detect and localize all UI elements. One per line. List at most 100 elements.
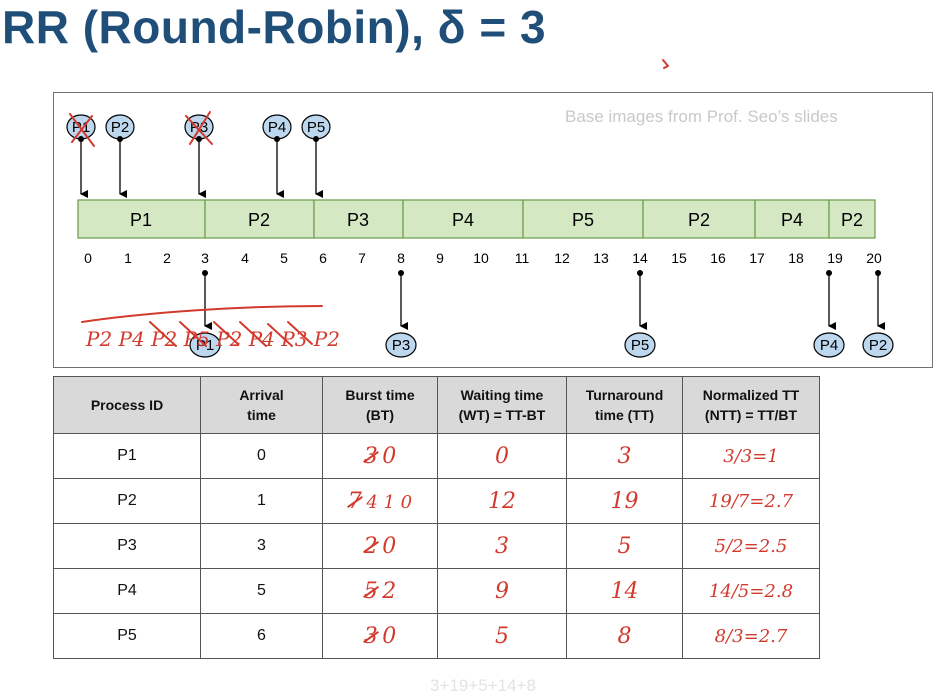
cell-burst: 5 2 bbox=[322, 568, 438, 614]
cell-burst: 3 0 bbox=[322, 613, 438, 659]
cell-pid: P5 bbox=[53, 613, 201, 659]
cell-waiting: 12 bbox=[437, 478, 567, 524]
cell-pid: P2 bbox=[53, 478, 201, 524]
completion-p4: P4 bbox=[813, 270, 845, 358]
cell-burst: 2 0 bbox=[322, 523, 438, 569]
gantt-segment-label: P3 bbox=[347, 210, 369, 230]
slide-title: RR (Round-Robin), δ = 3 bbox=[2, 1, 547, 53]
gantt-bars: P1 P2 P3 P4 P5 P2 P4 P2 bbox=[77, 199, 876, 239]
handwritten-queue-text: P2 P4 P2 P5 P2 P4 P3 P2 bbox=[85, 327, 340, 351]
gantt-segment-label: P4 bbox=[781, 210, 803, 230]
cell-arrival: 1 bbox=[200, 478, 323, 524]
cell-waiting: 5 bbox=[437, 613, 567, 659]
tick-label: 0 bbox=[84, 250, 92, 266]
tick-label: 19 bbox=[827, 250, 843, 266]
handwritten-strikes bbox=[69, 111, 213, 147]
gantt-segment-label: P5 bbox=[572, 210, 594, 230]
arrival-markers: P1 P2 P3 P4 P5 bbox=[66, 114, 331, 198]
cell-pid: P1 bbox=[53, 433, 201, 479]
tick-label: 17 bbox=[749, 250, 765, 266]
handwritten-queue: P2 P4 P2 P5 P2 P4 P3 P2 bbox=[81, 305, 340, 351]
tick-label: 12 bbox=[554, 250, 570, 266]
cell-arrival: 3 bbox=[200, 523, 323, 569]
tick-label: 3 bbox=[201, 250, 209, 266]
tick-label: 4 bbox=[241, 250, 249, 266]
gantt-segment: P3 bbox=[313, 199, 404, 239]
tick-label: 18 bbox=[788, 250, 804, 266]
gantt-segment-label: P1 bbox=[130, 210, 152, 230]
gantt-segment-label: P2 bbox=[688, 210, 710, 230]
header-normalized: Normalized TT(NTT) = TT/BT bbox=[682, 376, 820, 434]
gantt-segment: P2 bbox=[828, 199, 876, 239]
completion-p5: P5 bbox=[624, 270, 656, 358]
arrival-label: P3 bbox=[190, 119, 208, 136]
tick-label: 9 bbox=[436, 250, 444, 266]
tick-label: 20 bbox=[866, 250, 882, 266]
image-credit: Base images from Prof. Seo’s slides bbox=[565, 107, 838, 126]
gantt-segment: P4 bbox=[402, 199, 524, 239]
tick-label: 10 bbox=[473, 250, 489, 266]
completion-label: P3 bbox=[392, 337, 410, 354]
completion-p3: P3 bbox=[385, 270, 417, 358]
cell-pid: P3 bbox=[53, 523, 201, 569]
tick-label: 5 bbox=[280, 250, 288, 266]
cell-turnaround: 14 bbox=[566, 568, 683, 614]
cell-normalized: 5/2=2.5 bbox=[682, 523, 820, 569]
cell-waiting: 0 bbox=[437, 433, 567, 479]
header-process-id: Process ID bbox=[53, 376, 201, 434]
arrival-label: P5 bbox=[307, 119, 325, 136]
cell-turnaround: 3 bbox=[566, 433, 683, 479]
cell-burst: 3 0 bbox=[322, 433, 438, 479]
tick-label: 11 bbox=[515, 250, 530, 266]
header-burst: Burst time(BT) bbox=[322, 376, 438, 434]
arrival-p3: P3 bbox=[184, 114, 214, 198]
tick-label: 1 bbox=[124, 250, 132, 266]
cell-arrival: 5 bbox=[200, 568, 323, 614]
cell-normalized: 8/3=2.7 bbox=[682, 613, 820, 659]
cell-normalized: 3/3=1 bbox=[682, 433, 820, 479]
tick-label: 15 bbox=[671, 250, 687, 266]
table-row: P2 1 7 4 1 0 12 19 19/7=2.7 bbox=[53, 478, 820, 524]
arrival-label: P2 bbox=[111, 119, 129, 136]
cell-waiting: 9 bbox=[437, 568, 567, 614]
tick-label: 16 bbox=[710, 250, 726, 266]
gantt-segment-label: P4 bbox=[452, 210, 474, 230]
tick-label: 13 bbox=[593, 250, 609, 266]
gantt-segment-label: P2 bbox=[841, 210, 863, 230]
time-ticks: 0 1 2 3 4 5 6 7 8 9 10 11 12 13 14 15 16… bbox=[84, 250, 882, 266]
gantt-segment: P2 bbox=[642, 199, 756, 239]
tick-label: 8 bbox=[397, 250, 405, 266]
table-row: P4 5 5 2 9 14 14/5=2.8 bbox=[53, 568, 820, 614]
gantt-chart: P1 P2 P3 P4 P5 bbox=[66, 59, 894, 358]
cell-arrival: 6 bbox=[200, 613, 323, 659]
completion-p2: P2 bbox=[862, 270, 894, 358]
cell-arrival: 0 bbox=[200, 433, 323, 479]
gantt-segment: P4 bbox=[754, 199, 830, 239]
arrival-p1: P1 bbox=[66, 114, 96, 198]
cell-pid: P4 bbox=[53, 568, 201, 614]
table-row: P5 6 3 0 5 8 8/3=2.7 bbox=[53, 613, 820, 659]
tick-label: 6 bbox=[319, 250, 327, 266]
table-row: P3 3 2 0 3 5 5/2=2.5 bbox=[53, 523, 820, 569]
gantt-segment: P5 bbox=[522, 199, 644, 239]
header-waiting: Waiting time(WT) = TT-BT bbox=[437, 376, 567, 434]
gantt-segment-label: P2 bbox=[248, 210, 270, 230]
cell-burst: 7 4 1 0 bbox=[322, 478, 438, 524]
completion-label: P2 bbox=[869, 337, 887, 354]
faded-formula: 3+19+5+14+8 bbox=[430, 676, 536, 695]
tick-label: 14 bbox=[632, 250, 648, 266]
pen-mark bbox=[662, 59, 669, 69]
cell-normalized: 19/7=2.7 bbox=[682, 478, 820, 524]
arrival-p4: P4 bbox=[262, 114, 292, 198]
completion-label: P4 bbox=[820, 337, 838, 354]
tick-label: 2 bbox=[163, 250, 171, 266]
cell-turnaround: 5 bbox=[566, 523, 683, 569]
cell-normalized: 14/5=2.8 bbox=[682, 568, 820, 614]
cell-turnaround: 8 bbox=[566, 613, 683, 659]
gantt-segment: P2 bbox=[204, 199, 315, 239]
gantt-segment: P1 bbox=[77, 199, 206, 239]
